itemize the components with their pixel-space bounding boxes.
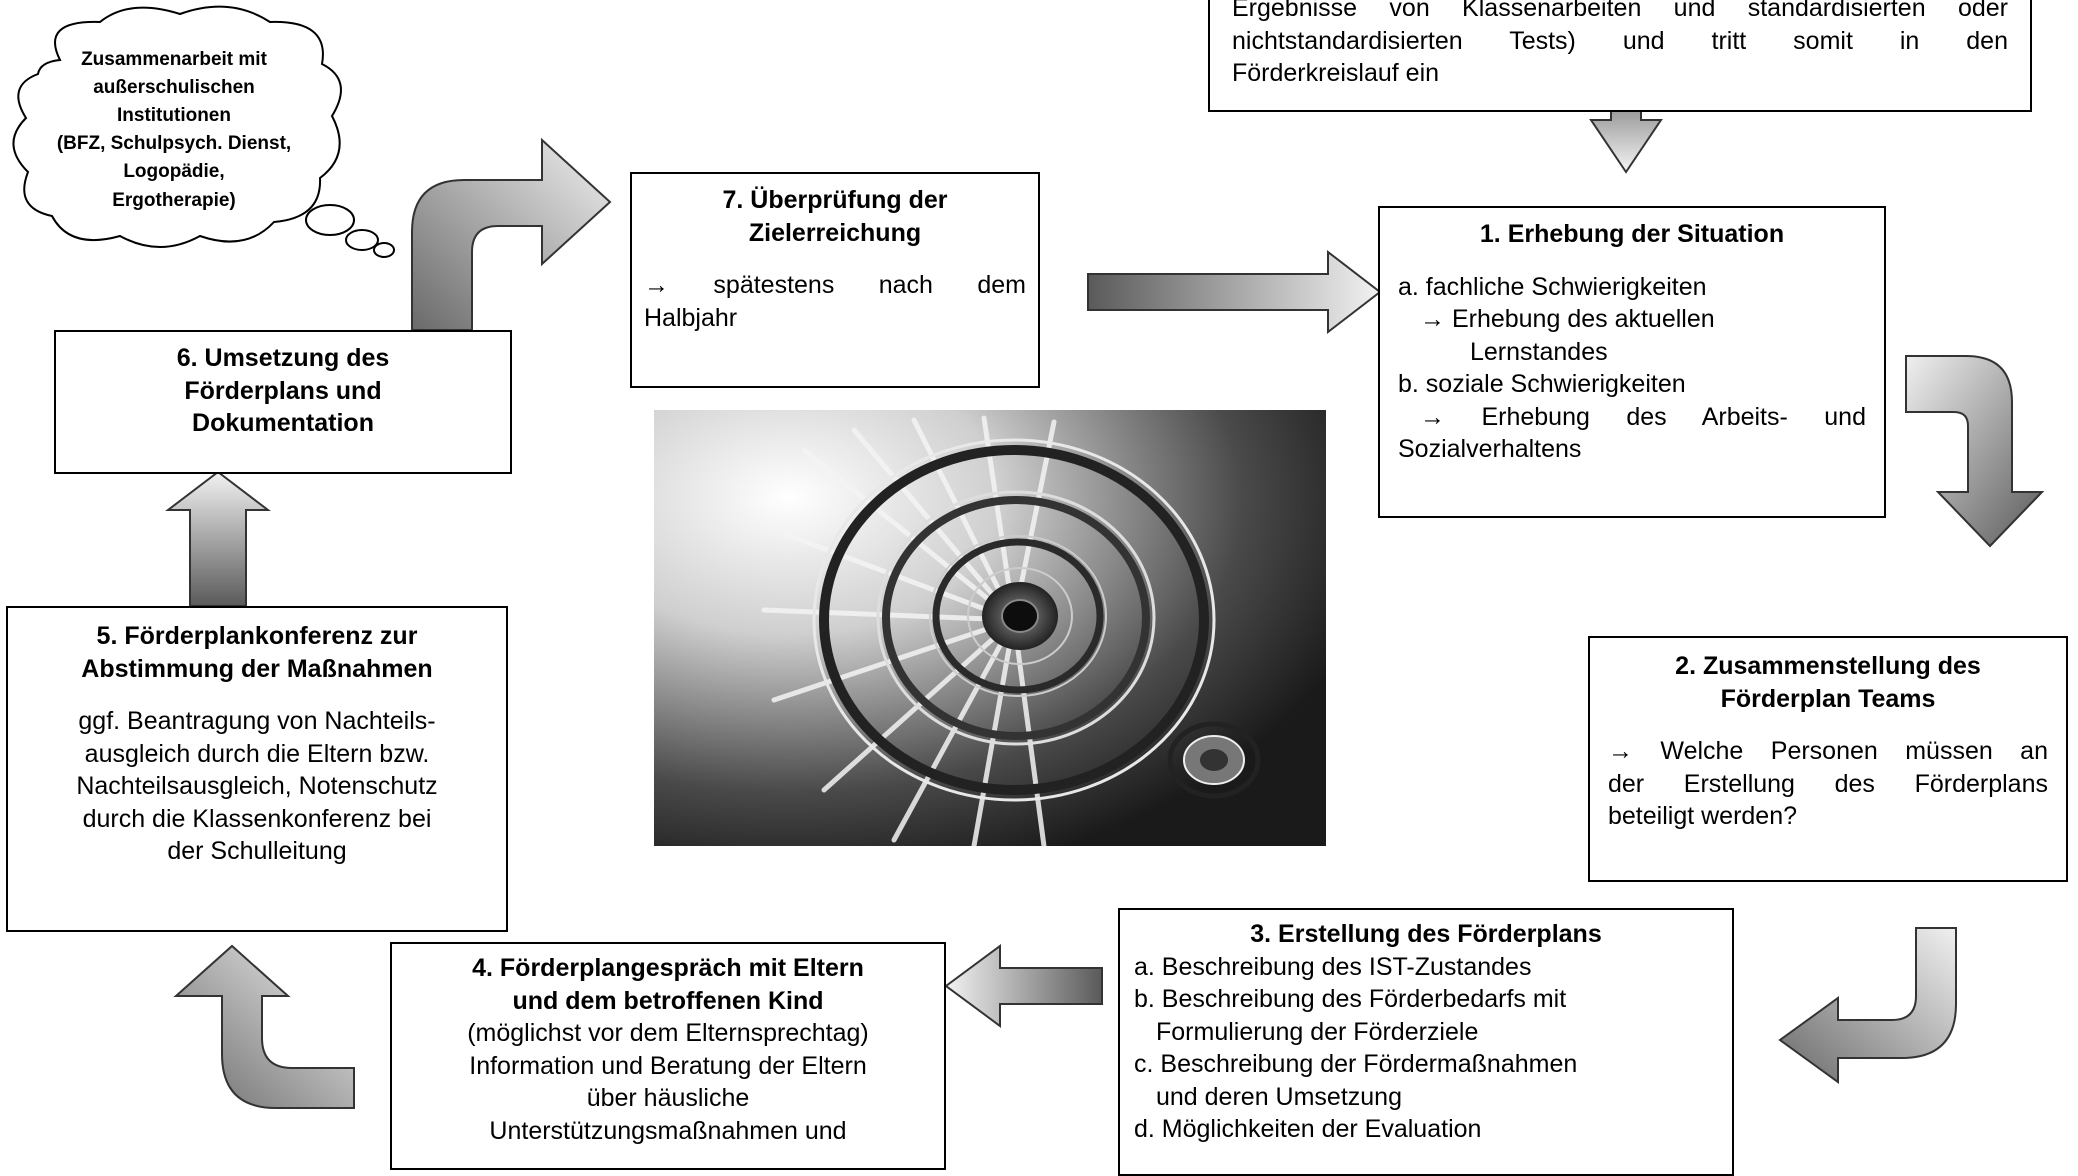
arrow-step4-to-step5 — [173, 944, 355, 1109]
step5-text: durch die Klassenkonferenz bei — [82, 804, 432, 833]
step4-text: über häusliche — [586, 1084, 750, 1112]
step7-text: Halbjahr — [644, 303, 738, 332]
arrow-step1-to-step2 — [1905, 355, 2045, 548]
step7-title: 7. Überprüfung der — [722, 186, 948, 214]
step1-text: Sozialverhaltens — [1398, 435, 1582, 463]
step3-text: und deren Umsetzung — [1156, 1082, 1402, 1111]
step5-text: ggf. Beantragung von Nachteils- — [78, 707, 436, 735]
cloud-line: außerschulischen — [93, 77, 255, 99]
step5-title: 5. Förderplankonferenz zur — [96, 622, 418, 650]
step2-box: 2. Zusammenstellung des Förderplan Teams… — [1588, 636, 2068, 882]
arrow-step7-to-step1 — [1087, 249, 1382, 335]
cloud-text: Zusammenarbeit mit außerschulischen Inst… — [34, 46, 314, 215]
step2-text: beteiligt werden? — [1608, 802, 1798, 830]
step1-box: 1. Erhebung der Situation a. fachliche S… — [1378, 206, 1886, 518]
step5-text: Nachteilsausgleich, Notenschutz — [76, 772, 438, 800]
step4-title: und dem betroffenen Kind — [512, 986, 824, 1015]
step1-text: → Erhebung des Arbeits- und — [1420, 402, 1866, 431]
step7-text: → spätestens nach dem — [644, 271, 1026, 299]
step4-box: 4. Förderplangespräch mit Eltern und dem… — [390, 942, 946, 1170]
step3-title: 3. Erstellung des Förderplans — [1250, 920, 1602, 948]
arrow-step5-to-step6 — [165, 470, 271, 607]
step5-text: der Schulleitung — [167, 837, 347, 865]
cloud-line: Ergotherapie) — [112, 189, 236, 211]
arrow-step6-to-step7 — [411, 137, 612, 331]
top-box-line: Ergebnisse von Klassenarbeiten und stand… — [1232, 0, 2008, 22]
step2-text: → Welche Personen müssen an — [1608, 737, 2048, 765]
cloud-line: Zusammenarbeit mit — [81, 49, 267, 70]
step2-text: der Erstellung des Förderplans — [1608, 769, 2048, 798]
step1-text: b. soziale Schwierigkeiten — [1398, 370, 1686, 398]
cloud-line: Institutionen — [117, 105, 231, 127]
step1-title: 1. Erhebung der Situation — [1479, 220, 1785, 248]
step1-text: → Erhebung des aktuellen — [1420, 305, 1715, 333]
step3-text: Formulierung der Förderziele — [1156, 1017, 1479, 1046]
cloud-shape — [12, 5, 395, 258]
arrow-step3-to-step4 — [944, 944, 1103, 1028]
step6-title: Förderplans und — [184, 376, 382, 405]
top-box-line: Förderkreislauf ein — [1232, 59, 1440, 87]
step5-box: 5. Förderplankonferenz zur Abstimmung de… — [6, 606, 508, 932]
step6-box: 6. Umsetzung des Förderplans und Dokumen… — [54, 330, 512, 474]
spiral-staircase-image — [654, 410, 1326, 846]
step3-text: b. Beschreibung des Förderbedarfs mit — [1134, 985, 1567, 1013]
step3-text: a. Beschreibung des IST-Zustandes — [1134, 952, 1532, 981]
step3-text: d. Möglichkeiten der Evaluation — [1134, 1115, 1482, 1143]
step6-title: 6. Umsetzung des — [176, 344, 390, 372]
step2-title: 2. Zusammenstellung des — [1675, 652, 1981, 680]
step2-title: Förderplan Teams — [1720, 684, 1936, 713]
step5-text: ausgleich durch die Eltern bzw. — [84, 739, 430, 768]
step1-text: a. fachliche Schwierigkeiten — [1398, 272, 1707, 301]
step4-title: 4. Förderplangespräch mit Eltern — [472, 954, 864, 982]
step4-text: Unterstützungsmaßnahmen und — [489, 1116, 847, 1145]
step3-box: 3. Erstellung des Förderplans a. Beschre… — [1118, 908, 1734, 1176]
step6-title: Dokumentation — [192, 409, 374, 437]
step5-title: Abstimmung der Maßnahmen — [81, 654, 433, 683]
step3-text: c. Beschreibung der Fördermaßnahmen — [1134, 1050, 1578, 1078]
step4-text: (möglichst vor dem Elternsprechtag) — [467, 1019, 869, 1047]
step4-text: Information und Beratung der Eltern — [469, 1051, 867, 1080]
cloud-line: Logopädie, — [123, 161, 225, 183]
step7-title: Zielerreichung — [748, 218, 922, 247]
top-box-line: nichtstandardisierten Tests) und tritt s… — [1232, 26, 2008, 55]
step7-box: 7. Überprüfung der Zielerreichung → spät… — [630, 172, 1040, 388]
top-box: Ergebnisse von Klassenarbeiten und stand… — [1208, 0, 2032, 112]
cloud-line: (BFZ, Schulpsych. Dienst, — [56, 133, 292, 155]
step1-text: Lernstandes — [1470, 337, 1608, 366]
arrow-step2-to-step3 — [1778, 927, 1957, 1084]
